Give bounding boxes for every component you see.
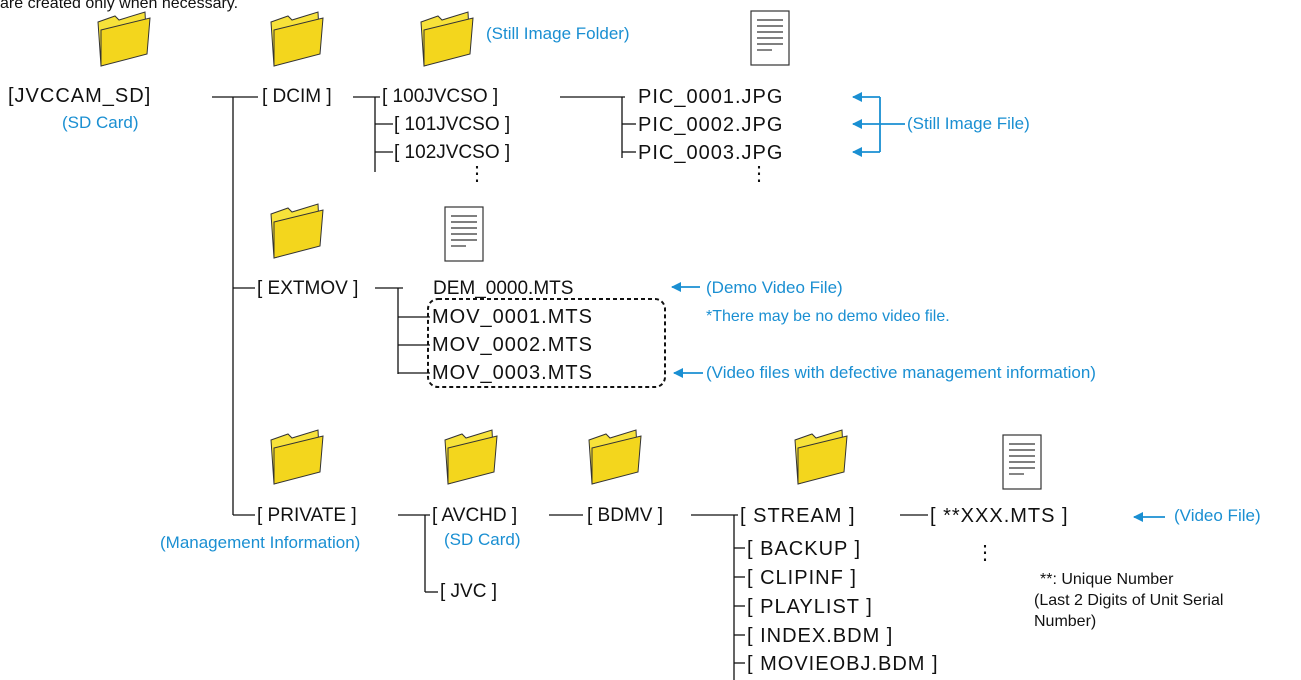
bdmv-child-label: [ BACKUP ] — [747, 538, 862, 560]
unique-number-note: Number) — [1034, 613, 1097, 630]
folder-icon — [794, 429, 848, 485]
video-file-caption: (Video File) — [1174, 506, 1261, 525]
stream-folder-label: [ STREAM ] — [740, 505, 856, 527]
defective-files-caption: (Video files with defective management i… — [706, 363, 1096, 382]
video-file: MOV_0002.MTS — [432, 334, 593, 356]
still-image-file: PIC_0003.JPG — [638, 142, 784, 164]
ellipsis: ⋮ — [975, 542, 996, 564]
subfolder-label: [ 101JVCSO ] — [394, 114, 511, 135]
document-icon — [750, 10, 790, 66]
video-file: MOV_0001.MTS — [432, 306, 593, 328]
bdmv-child-label: [ INDEX.BDM ] — [747, 625, 894, 647]
bdmv-child-label: [ MOVIEOBJ.BDM ] — [747, 653, 939, 675]
demo-video-file: DEM_0000.MTS — [433, 278, 574, 299]
demo-video-caption: (Demo Video File) — [706, 278, 843, 297]
unique-number-note: (Last 2 Digits of Unit Serial — [1034, 592, 1224, 609]
private-caption: (Management Information) — [160, 533, 361, 552]
folder-icon — [270, 11, 324, 67]
private-folder-label: [ PRIVATE ] — [257, 505, 357, 526]
folder-icon — [270, 429, 324, 485]
subfolder-label: [ 102JVCSO ] — [394, 142, 511, 163]
video-file: MOV_0003.MTS — [432, 362, 593, 384]
still-image-file: PIC_0001.JPG — [638, 86, 784, 108]
bdmv-child-label: [ PLAYLIST ] — [747, 596, 873, 618]
document-icon — [444, 206, 484, 262]
folder-icon — [588, 429, 642, 485]
extmov-folder-label: [ EXTMOV ] — [257, 278, 359, 299]
document-icon — [1002, 434, 1042, 490]
dcim-folder-label: [ DCIM ] — [262, 86, 332, 107]
unique-number-note: **: Unique Number — [1040, 571, 1174, 588]
demo-video-note: *There may be no demo video file. — [706, 308, 950, 325]
subfolder-label: [ 100JVCSO ] — [382, 86, 499, 107]
avchd-caption: (SD Card) — [444, 530, 521, 549]
folder-icon — [97, 11, 151, 67]
folder-icon — [444, 429, 498, 485]
still-image-file: PIC_0002.JPG — [638, 114, 784, 136]
bdmv-folder-label: [ BDMV ] — [587, 505, 664, 526]
root-caption: (SD Card) — [62, 113, 139, 132]
bdmv-child-label: [ CLIPINF ] — [747, 567, 857, 589]
root-folder-label: [JVCCAM_SD] — [8, 85, 152, 107]
still-image-folder-caption: (Still Image Folder) — [486, 24, 630, 43]
header-note: are created only when necessary. — [0, 0, 239, 12]
jvc-folder-label: [ JVC ] — [440, 581, 498, 602]
stream-file-label: [ **XXX.MTS ] — [930, 505, 1069, 527]
avchd-folder-label: [ AVCHD ] — [432, 505, 518, 526]
ellipsis: ⋮ — [467, 163, 488, 185]
ellipsis: ⋮ — [749, 163, 770, 185]
folder-icon — [270, 203, 324, 259]
folder-icon — [420, 11, 474, 67]
still-image-file-caption: (Still Image File) — [907, 114, 1030, 133]
